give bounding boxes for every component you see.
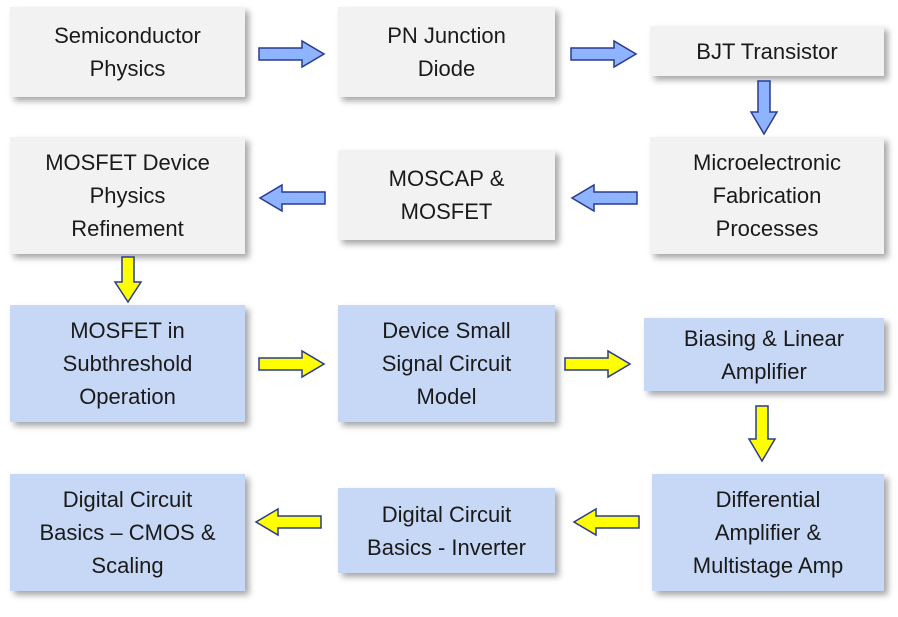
arrow-right-icon	[564, 349, 632, 379]
box-microelectronic-fabrication-processes: Microelectronic Fabrication Processes	[650, 137, 884, 254]
box-mosfet-subthreshold: MOSFET in Subthreshold Operation	[10, 305, 245, 422]
box-mosfet-device-physics-refinement: MOSFET Device Physics Refinement	[10, 137, 245, 254]
box-bjt-transistor: BJT Transistor	[650, 26, 884, 76]
box-digital-circuit-cmos-scaling: Digital Circuit Basics – CMOS & Scaling	[10, 474, 245, 591]
arrow-down-icon	[747, 405, 777, 463]
arrow-down-icon	[113, 256, 143, 304]
box-pn-junction-diode: PN Junction Diode	[338, 7, 555, 97]
arrow-left-icon	[572, 507, 640, 537]
arrow-right-icon	[570, 39, 638, 69]
box-differential-multistage-amp: Differential Amplifier & Multistage Amp	[652, 474, 884, 591]
box-digital-circuit-inverter: Digital Circuit Basics - Inverter	[338, 488, 555, 573]
arrow-right-icon	[258, 39, 326, 69]
arrow-left-icon	[254, 507, 322, 537]
box-biasing-linear-amplifier: Biasing & Linear Amplifier	[644, 318, 884, 391]
arrow-down-icon	[749, 80, 779, 136]
box-semiconductor-physics: Semiconductor Physics	[10, 7, 245, 97]
box-device-small-signal-model: Device Small Signal Circuit Model	[338, 305, 555, 422]
arrow-left-icon	[258, 183, 326, 213]
arrow-left-icon	[570, 183, 638, 213]
box-moscap-mosfet: MOSCAP & MOSFET	[338, 150, 555, 240]
arrow-right-icon	[258, 349, 326, 379]
